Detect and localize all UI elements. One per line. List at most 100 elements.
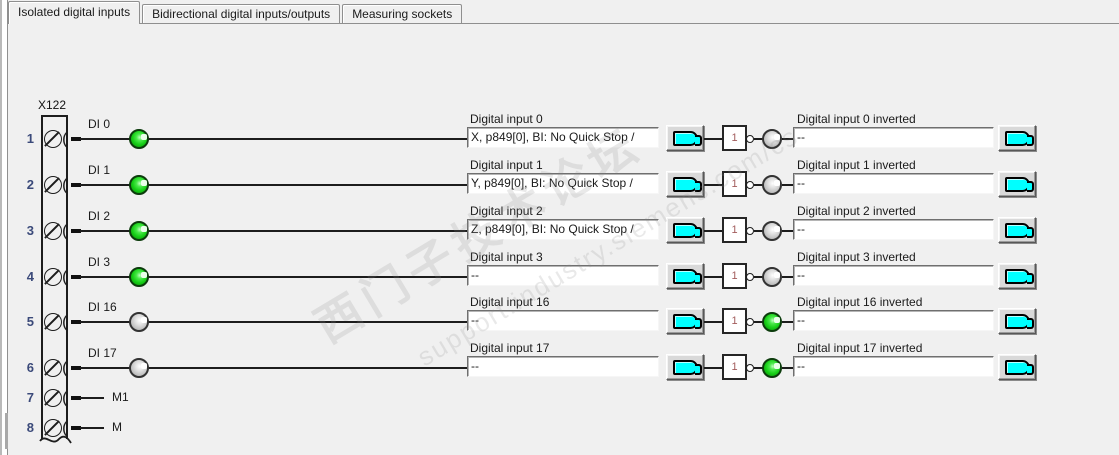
inverted-state-led <box>762 175 782 195</box>
digital-input-row: 1 DI 0 Digital input 0 X, p849[0], BI: N… <box>0 106 1119 152</box>
digital-input-row: 4 DI 3 Digital input 3 -- 1 Digital inpu… <box>0 244 1119 290</box>
terminal-symbol <box>44 268 62 286</box>
digital-input-signal-field[interactable]: -- <box>467 265 659 286</box>
bico-interconnect-button-inverted[interactable] <box>998 171 1036 197</box>
digital-input-inverted-field[interactable]: -- <box>793 173 994 194</box>
inverter-symbol: 1 <box>731 361 738 373</box>
digital-input-label: Digital input 1 <box>470 158 543 172</box>
digital-input-inverted-field[interactable]: -- <box>793 127 994 148</box>
digital-input-inverted-field[interactable]: -- <box>793 219 994 240</box>
bico-interconnect-button-inverted[interactable] <box>998 308 1036 334</box>
inverted-state-led <box>762 312 782 332</box>
wire <box>80 367 467 369</box>
tab-bar: Isolated digital inputs Bidirectional di… <box>8 0 1119 24</box>
inverter-block: 1 <box>722 308 747 334</box>
inverted-state-led <box>762 221 782 241</box>
tab-bidirectional-digital-inputs-outputs[interactable]: Bidirectional digital inputs/outputs <box>142 4 341 23</box>
wire <box>80 230 467 232</box>
inverter-bubble <box>746 318 754 326</box>
bico-connector-icon <box>672 130 702 146</box>
digital-input-signal-field[interactable]: Y, p849[0], BI: No Quick Stop / <box>467 173 659 194</box>
bico-connector-icon <box>1004 222 1034 238</box>
inverter-block: 1 <box>722 125 747 151</box>
wire <box>80 184 467 186</box>
terminal-bracket <box>62 175 68 195</box>
inverted-state-led <box>762 267 782 287</box>
bico-interconnect-button-inverted[interactable] <box>998 217 1036 243</box>
input-state-led <box>129 175 149 195</box>
wire <box>754 276 763 278</box>
inverter-block: 1 <box>722 263 747 289</box>
digital-input-signal-field[interactable]: X, p849[0], BI: No Quick Stop / <box>467 127 659 148</box>
wire <box>80 321 467 323</box>
bico-interconnect-button-inverted[interactable] <box>998 263 1036 289</box>
terminal-dash <box>71 275 81 279</box>
terminal-symbol <box>44 359 62 377</box>
terminal-number: 6 <box>26 360 34 375</box>
terminal-dash <box>71 229 81 233</box>
tab-measuring-sockets[interactable]: Measuring sockets <box>342 4 463 23</box>
bico-interconnect-button[interactable] <box>666 263 704 289</box>
bico-interconnect-button[interactable] <box>666 125 704 151</box>
terminal-number: 5 <box>26 314 34 329</box>
terminal-number: 4 <box>26 269 34 284</box>
wire <box>704 367 722 369</box>
wire <box>754 321 763 323</box>
digital-input-signal-field[interactable]: -- <box>467 310 659 331</box>
terminal-dash <box>71 366 81 370</box>
bico-interconnect-button[interactable] <box>666 217 704 243</box>
inverter-bubble <box>746 227 754 235</box>
inverter-bubble <box>746 364 754 372</box>
ground-terminal-row: 7 M1 <box>0 386 1119 412</box>
terminal-bracket <box>62 129 68 149</box>
wire <box>754 230 763 232</box>
wire <box>80 427 104 429</box>
wire <box>782 230 794 232</box>
digital-input-signal-field[interactable]: -- <box>467 356 659 377</box>
digital-input-inverted-field[interactable]: -- <box>793 356 994 377</box>
bico-connector-icon <box>672 313 702 329</box>
wire <box>754 367 763 369</box>
input-state-led <box>129 312 149 332</box>
digital-input-signal-field[interactable]: Z, p849[0], BI: No Quick Stop / <box>467 219 659 240</box>
bico-connector-icon <box>672 176 702 192</box>
inverter-symbol: 1 <box>731 132 738 144</box>
wire <box>80 138 467 140</box>
wire <box>782 367 794 369</box>
terminal-slash <box>44 390 60 406</box>
digital-input-label: Digital input 17 <box>470 341 550 355</box>
scrollbar-thumb[interactable] <box>5 413 8 449</box>
terminal-bracket <box>62 221 68 241</box>
bico-interconnect-button[interactable] <box>666 171 704 197</box>
input-state-led <box>129 267 149 287</box>
terminal-dash <box>71 396 81 400</box>
terminal-symbol <box>44 130 62 148</box>
inverter-bubble <box>746 181 754 189</box>
digital-input-row: 5 DI 16 Digital input 16 -- 1 Digital in… <box>0 289 1119 335</box>
ground-terminal-row: 8 M <box>0 416 1119 442</box>
bico-connector-icon <box>672 268 702 284</box>
connector-box-wave <box>39 435 72 444</box>
inverter-symbol: 1 <box>731 270 738 282</box>
terminal-dash <box>71 426 81 430</box>
ground-label: M1 <box>112 390 129 404</box>
wire <box>704 321 722 323</box>
terminal-bracket <box>62 418 68 438</box>
digital-input-inverted-field[interactable]: -- <box>793 310 994 331</box>
inverter-symbol: 1 <box>731 224 738 236</box>
digital-input-row: 3 DI 2 Digital input 2 Z, p849[0], BI: N… <box>0 198 1119 244</box>
window-edge <box>0 0 8 455</box>
bico-interconnect-button[interactable] <box>666 354 704 380</box>
terminal-bracket <box>62 358 68 378</box>
bico-interconnect-button-inverted[interactable] <box>998 125 1036 151</box>
tab-isolated-digital-inputs[interactable]: Isolated digital inputs <box>8 1 141 24</box>
digital-input-inverted-field[interactable]: -- <box>793 265 994 286</box>
digital-input-label: Digital input 2 <box>470 204 543 218</box>
terminal-bracket <box>62 388 68 408</box>
inverted-state-led <box>762 129 782 149</box>
wire <box>754 138 763 140</box>
bico-interconnect-button-inverted[interactable] <box>998 354 1036 380</box>
bico-connector-icon <box>1004 176 1034 192</box>
bico-connector-icon <box>1004 268 1034 284</box>
bico-interconnect-button[interactable] <box>666 308 704 334</box>
